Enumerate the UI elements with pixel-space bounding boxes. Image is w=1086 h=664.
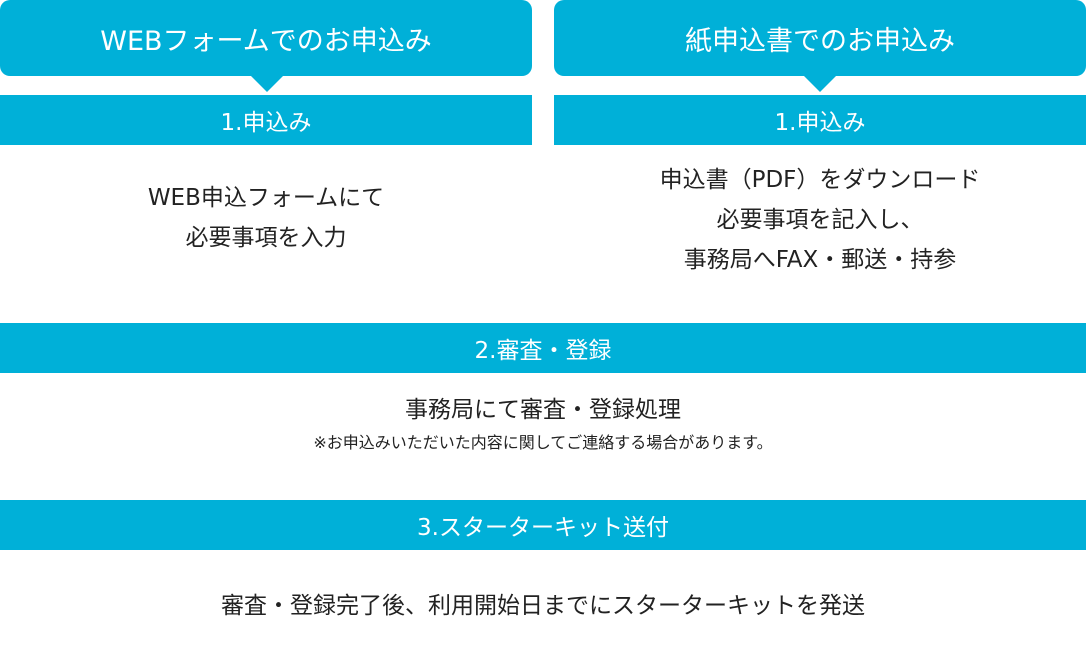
text-line: 必要事項を入力	[185, 225, 347, 251]
web-step1-band: 1.申込み	[0, 95, 532, 145]
text-line: WEB申込フォームにて	[147, 185, 385, 211]
step3-text: 審査・登録完了後、利用開始日までにスターターキットを発送	[221, 593, 865, 619]
arrow-down-icon	[250, 75, 284, 92]
text-line: 申込書（PDF）をダウンロード	[659, 167, 981, 193]
text-line: 事務局へFAX・郵送・持参	[683, 247, 957, 273]
text-line: 必要事項を記入し、	[716, 207, 924, 233]
step2-text: 事務局にて審査・登録処理 ※お申込みいただいた内容に関してご連絡する場合がありま…	[0, 390, 1086, 456]
step2-note: ※お申込みいただいた内容に関してご連絡する場合があります。	[313, 433, 773, 452]
web-form-header: WEBフォームでのお申込み	[0, 0, 532, 76]
step2-band: 2.審査・登録	[0, 323, 1086, 373]
arrow-down-icon	[803, 75, 837, 92]
step3-band: 3.スターターキット送付	[0, 500, 1086, 550]
web-step1-text: WEB申込フォームにて 必要事項を入力	[0, 178, 532, 258]
paper-form-header: 紙申込書でのお申込み	[554, 0, 1086, 76]
step2-main: 事務局にて審査・登録処理	[405, 397, 681, 423]
paper-step1-band: 1.申込み	[554, 95, 1086, 145]
paper-step1-text: 申込書（PDF）をダウンロード 必要事項を記入し、 事務局へFAX・郵送・持参	[554, 160, 1086, 280]
